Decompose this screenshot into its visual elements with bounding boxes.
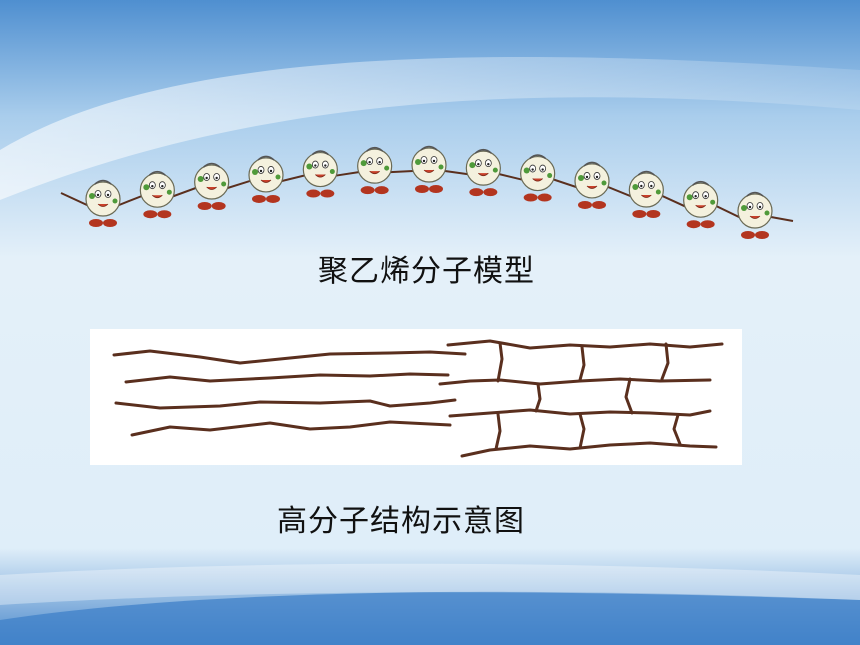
cartoon-molecule-figure-icon xyxy=(194,162,230,210)
network-chain-line xyxy=(438,377,712,386)
structure-diagram-caption: 高分子结构示意图 xyxy=(277,504,525,539)
cartoon-molecule-figure-icon xyxy=(683,180,719,229)
crosslink-line xyxy=(578,345,586,382)
network-chain-line xyxy=(446,339,724,350)
cartoon-molecule-figure-icon xyxy=(574,161,610,209)
network-chain-line xyxy=(460,441,718,458)
network-chain-line xyxy=(448,408,712,418)
crosslink-line xyxy=(578,412,586,450)
crosslink-line xyxy=(534,382,542,413)
crosslink-line xyxy=(496,341,504,383)
cartoon-molecule-figure-icon xyxy=(520,154,556,202)
crosslink-line xyxy=(672,413,682,446)
cartoon-molecule-figure-icon xyxy=(465,148,501,197)
cartoon-molecule-figure-icon xyxy=(302,150,338,198)
linear-chain-line xyxy=(124,372,450,384)
polymer-structure-diagram xyxy=(90,329,742,465)
cartoon-molecule-figure-icon xyxy=(628,170,664,218)
cartoon-molecule-figure-icon xyxy=(357,146,393,195)
cartoon-molecule-figure-icon xyxy=(411,145,447,193)
chain-model-caption: 聚乙烯分子模型 xyxy=(318,254,535,289)
crosslink-line xyxy=(624,377,634,415)
linear-chain-line xyxy=(114,398,457,410)
linear-chain-line xyxy=(130,420,452,437)
crosslink-line xyxy=(494,412,502,451)
crosslink-line xyxy=(660,342,670,381)
linear-chain-line xyxy=(112,349,467,365)
cartoon-molecule-figure-icon xyxy=(737,191,773,239)
polyethylene-chain-illustration xyxy=(60,145,794,239)
cartoon-molecule-figure-icon xyxy=(85,179,121,227)
cartoon-molecule-figure-icon xyxy=(139,170,175,219)
cartoon-molecule-figure-icon xyxy=(248,155,284,203)
